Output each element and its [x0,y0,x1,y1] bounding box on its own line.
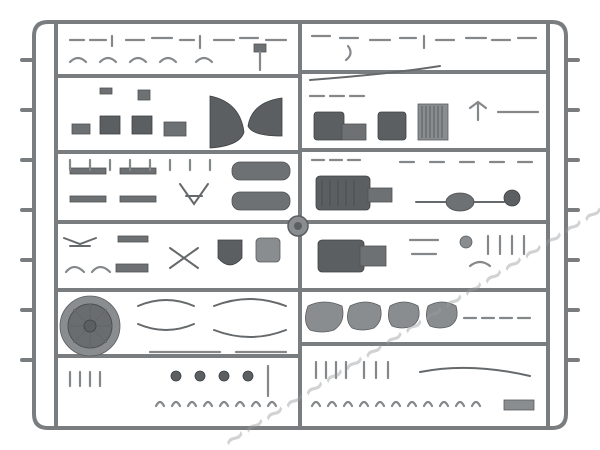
cushion-parts [305,301,532,333]
wheel-and-spring-parts [59,295,288,357]
seat-and-grille-parts [308,94,540,141]
bottom-right-parts [310,360,535,411]
gearbox-parts [317,234,526,273]
top-right-small-parts [309,34,538,81]
tank-and-bar-parts [68,158,291,211]
cross-and-plate-parts [63,235,281,274]
fender-and-box-parts [71,87,283,149]
engine-and-axle-parts [310,158,534,212]
inner-runners [54,20,550,430]
outer-frame [20,20,580,430]
small-bracket-parts [68,34,288,72]
knob-parts [68,364,278,408]
